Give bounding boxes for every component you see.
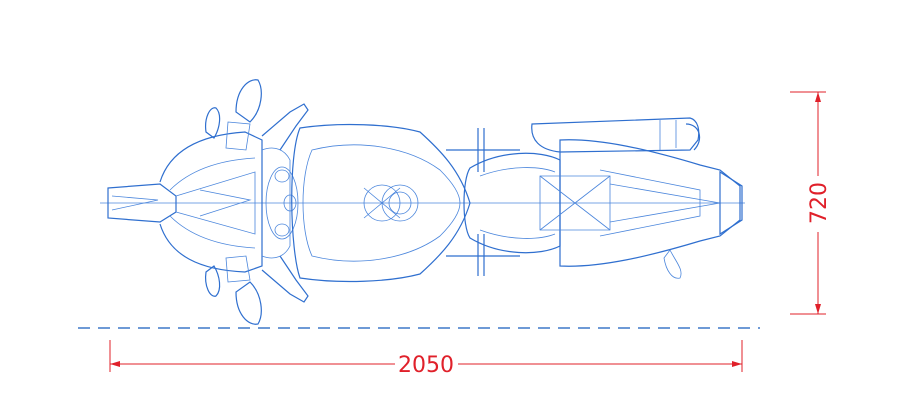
footpeg-right xyxy=(446,234,520,276)
fuel-tank-top xyxy=(302,144,461,262)
mirror-right xyxy=(235,281,262,325)
handlebar-left xyxy=(261,103,309,151)
rider-seat xyxy=(463,152,561,254)
width-label: 720 xyxy=(807,182,832,224)
instrument-cluster xyxy=(265,166,299,240)
mirror-left xyxy=(235,79,262,123)
length-label: 2050 xyxy=(398,353,454,378)
front-fairing xyxy=(159,131,263,273)
rear-signal-right xyxy=(663,249,682,279)
handlebar-right xyxy=(261,255,309,303)
length-dimension: 2050 xyxy=(109,340,743,378)
tail-section xyxy=(559,139,741,267)
footpeg-left xyxy=(446,128,520,172)
motorcycle-outline xyxy=(107,79,743,325)
fuel-tank xyxy=(291,123,471,283)
exhaust-pipe xyxy=(531,117,700,153)
tail-light xyxy=(719,170,743,236)
width-dimension: 720 xyxy=(790,91,832,315)
fuel-cap xyxy=(363,184,401,222)
